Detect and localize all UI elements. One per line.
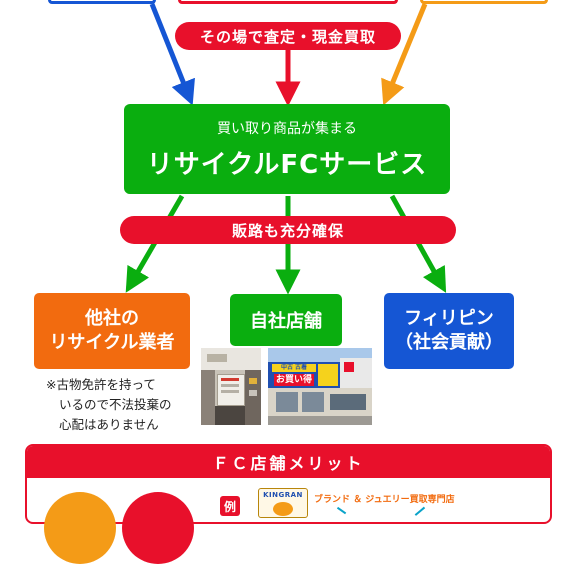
arrow-blue	[149, 3, 195, 106]
outlet-own-store: 自社店舗	[230, 294, 342, 346]
merit-circle-red	[122, 492, 194, 564]
kingran-logo: KINGRAN	[258, 488, 308, 518]
outlet-philippines: フィリピン （社会貢献）	[384, 293, 514, 369]
source-box-red	[178, 0, 398, 4]
brand-shop-text: ブランド ＆ ジュエリー買取専門店	[314, 495, 455, 505]
store-photo-interior	[201, 348, 261, 425]
outlet-ph-line2: （社会貢献）	[395, 332, 503, 353]
top-label: その場で査定・現金買取	[199, 27, 376, 46]
note-line2: いるので不法投棄の	[59, 397, 172, 412]
arrow-orange	[381, 3, 428, 106]
center-title: リサイクルFCサービス	[146, 149, 428, 180]
note-line3: 心配はありません	[59, 417, 159, 432]
merit-circle-orange	[44, 492, 116, 564]
brand-graphic	[330, 502, 450, 516]
middle-label-pill: 販路も充分確保	[120, 216, 456, 244]
outlet-other-line2: リサイクル業者	[49, 332, 175, 353]
outlet-ph-line1: フィリピン	[404, 307, 494, 329]
center-service-box: 買い取り商品が集まる リサイクルFCサービス	[124, 104, 450, 194]
merit-header: ＦＣ店舗メリット	[27, 446, 550, 478]
middle-label: 販路も充分確保	[231, 221, 344, 240]
outlet-other-line1: 他社の	[85, 307, 139, 329]
center-subtitle: 買い取り商品が集まる	[217, 120, 357, 137]
merit-example-label: 例	[220, 496, 240, 516]
merit-header-text: ＦＣ店舗メリット	[212, 454, 365, 473]
source-box-blue	[48, 0, 156, 4]
example-label-text: 例	[223, 499, 236, 514]
storefront-small-sign: 中古 古着	[280, 364, 308, 371]
outlet-other-recyclers: 他社の リサイクル業者	[34, 293, 190, 369]
license-note: ※古物免許を持って いるので不法投棄の 心配はありません	[46, 375, 216, 435]
source-box-orange	[420, 0, 548, 4]
outlet-own-line1: 自社店舗	[250, 311, 322, 332]
top-label-pill: その場で査定・現金買取	[175, 22, 401, 50]
storefront-sign: お買い得	[275, 375, 312, 385]
store-photo-storefront: 中古 古着 お買い得	[268, 348, 372, 425]
note-line1: ※古物免許を持って	[46, 377, 156, 392]
kingran-logo-text: KINGRAN	[263, 491, 303, 499]
